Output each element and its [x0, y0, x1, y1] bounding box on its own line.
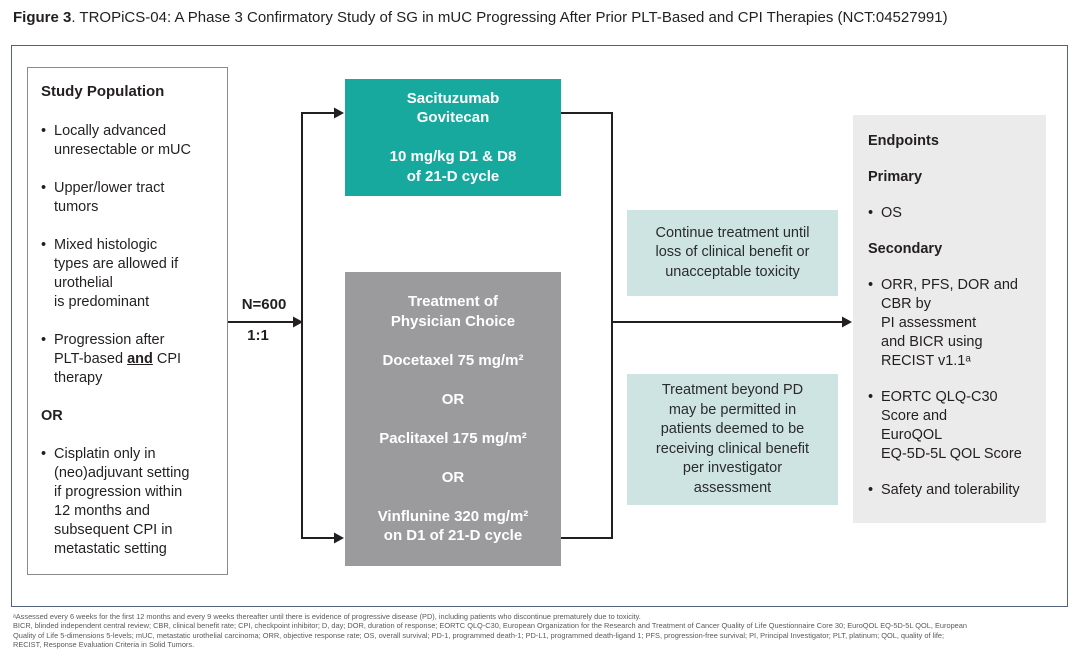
- tpc-arm-text: Treatment of Physician Choice Docetaxel …: [377, 293, 529, 545]
- figure-title-text: . TROPiCS-04: A Phase 3 Confirmatory Stu…: [71, 9, 948, 26]
- study-population-box: Study Population •Locally advanced unres…: [27, 67, 228, 575]
- primary-heading: Primary: [868, 169, 923, 185]
- bullet-icon: •: [41, 446, 47, 462]
- randomization-ratio-label: 1:1: [247, 327, 269, 344]
- bullet-icon: •: [41, 123, 47, 139]
- bullet-icon: •: [868, 482, 874, 498]
- continue-treatment-text: Continue treatment until loss of clinica…: [655, 224, 810, 280]
- treatment-physician-choice-arm-box: Treatment of Physician Choice Docetaxel …: [345, 272, 561, 566]
- primary-bullet-os: •OS: [868, 205, 902, 221]
- study-bullet-cisplatin: •Cisplatin only in (neo)adjuvant setting…: [41, 446, 190, 557]
- endpoints-box: Endpoints Primary •OS Secondary •ORR, PF…: [853, 115, 1046, 523]
- sacituzumab-govitecan-arm-box: Sacituzumab Govitecan 10 mg/kg D1 & D8 o…: [345, 79, 561, 196]
- bullet-icon: •: [41, 332, 47, 348]
- study-bullet-locally-advanced: •Locally advanced unresectable or mUC: [41, 123, 191, 158]
- endpoints-heading: Endpoints: [868, 133, 939, 149]
- study-bullet-progression: •Progression after PLT-based and CPI the…: [41, 332, 182, 386]
- treatment-beyond-pd-note-box: Treatment beyond PD may be permitted in …: [627, 374, 838, 505]
- bullet-icon: •: [41, 237, 47, 253]
- and-emphasis: and: [127, 351, 153, 367]
- continue-treatment-note-box: Continue treatment until loss of clinica…: [627, 210, 838, 296]
- randomization-n-label: N=600: [241, 296, 287, 313]
- secondary-bullet-orr: •ORR, PFS, DOR and CBR by PI assessment …: [868, 277, 1018, 369]
- study-population-heading: Study Population: [41, 83, 165, 100]
- secondary-bullet-safety: •Safety and tolerability: [868, 482, 1020, 498]
- footnotes: ᵃAssessed every 6 weeks for the first 12…: [13, 612, 968, 650]
- or-label: OR: [41, 408, 63, 424]
- study-bullet-tract-tumors: •Upper/lower tract tumors: [41, 180, 165, 215]
- figure-label: Figure 3: [13, 9, 72, 26]
- bullet-icon: •: [41, 180, 47, 196]
- bullet-icon: •: [868, 277, 874, 293]
- bullet-icon: •: [868, 205, 874, 221]
- secondary-heading: Secondary: [868, 241, 943, 257]
- figure-title: Figure 3. TROPiCS-04: A Phase 3 Confirma…: [13, 8, 948, 27]
- secondary-bullet-qol: •EORTC QLQ-C30 Score and EuroQOL EQ-5D-5…: [868, 389, 1022, 462]
- study-bullet-mixed-histologic: •Mixed histologic types are allowed if u…: [41, 237, 179, 310]
- sg-arm-text: Sacituzumab Govitecan 10 mg/kg D1 & D8 o…: [389, 89, 517, 185]
- bullet-icon: •: [868, 389, 874, 405]
- treatment-beyond-pd-text: Treatment beyond PD may be permitted in …: [655, 382, 810, 496]
